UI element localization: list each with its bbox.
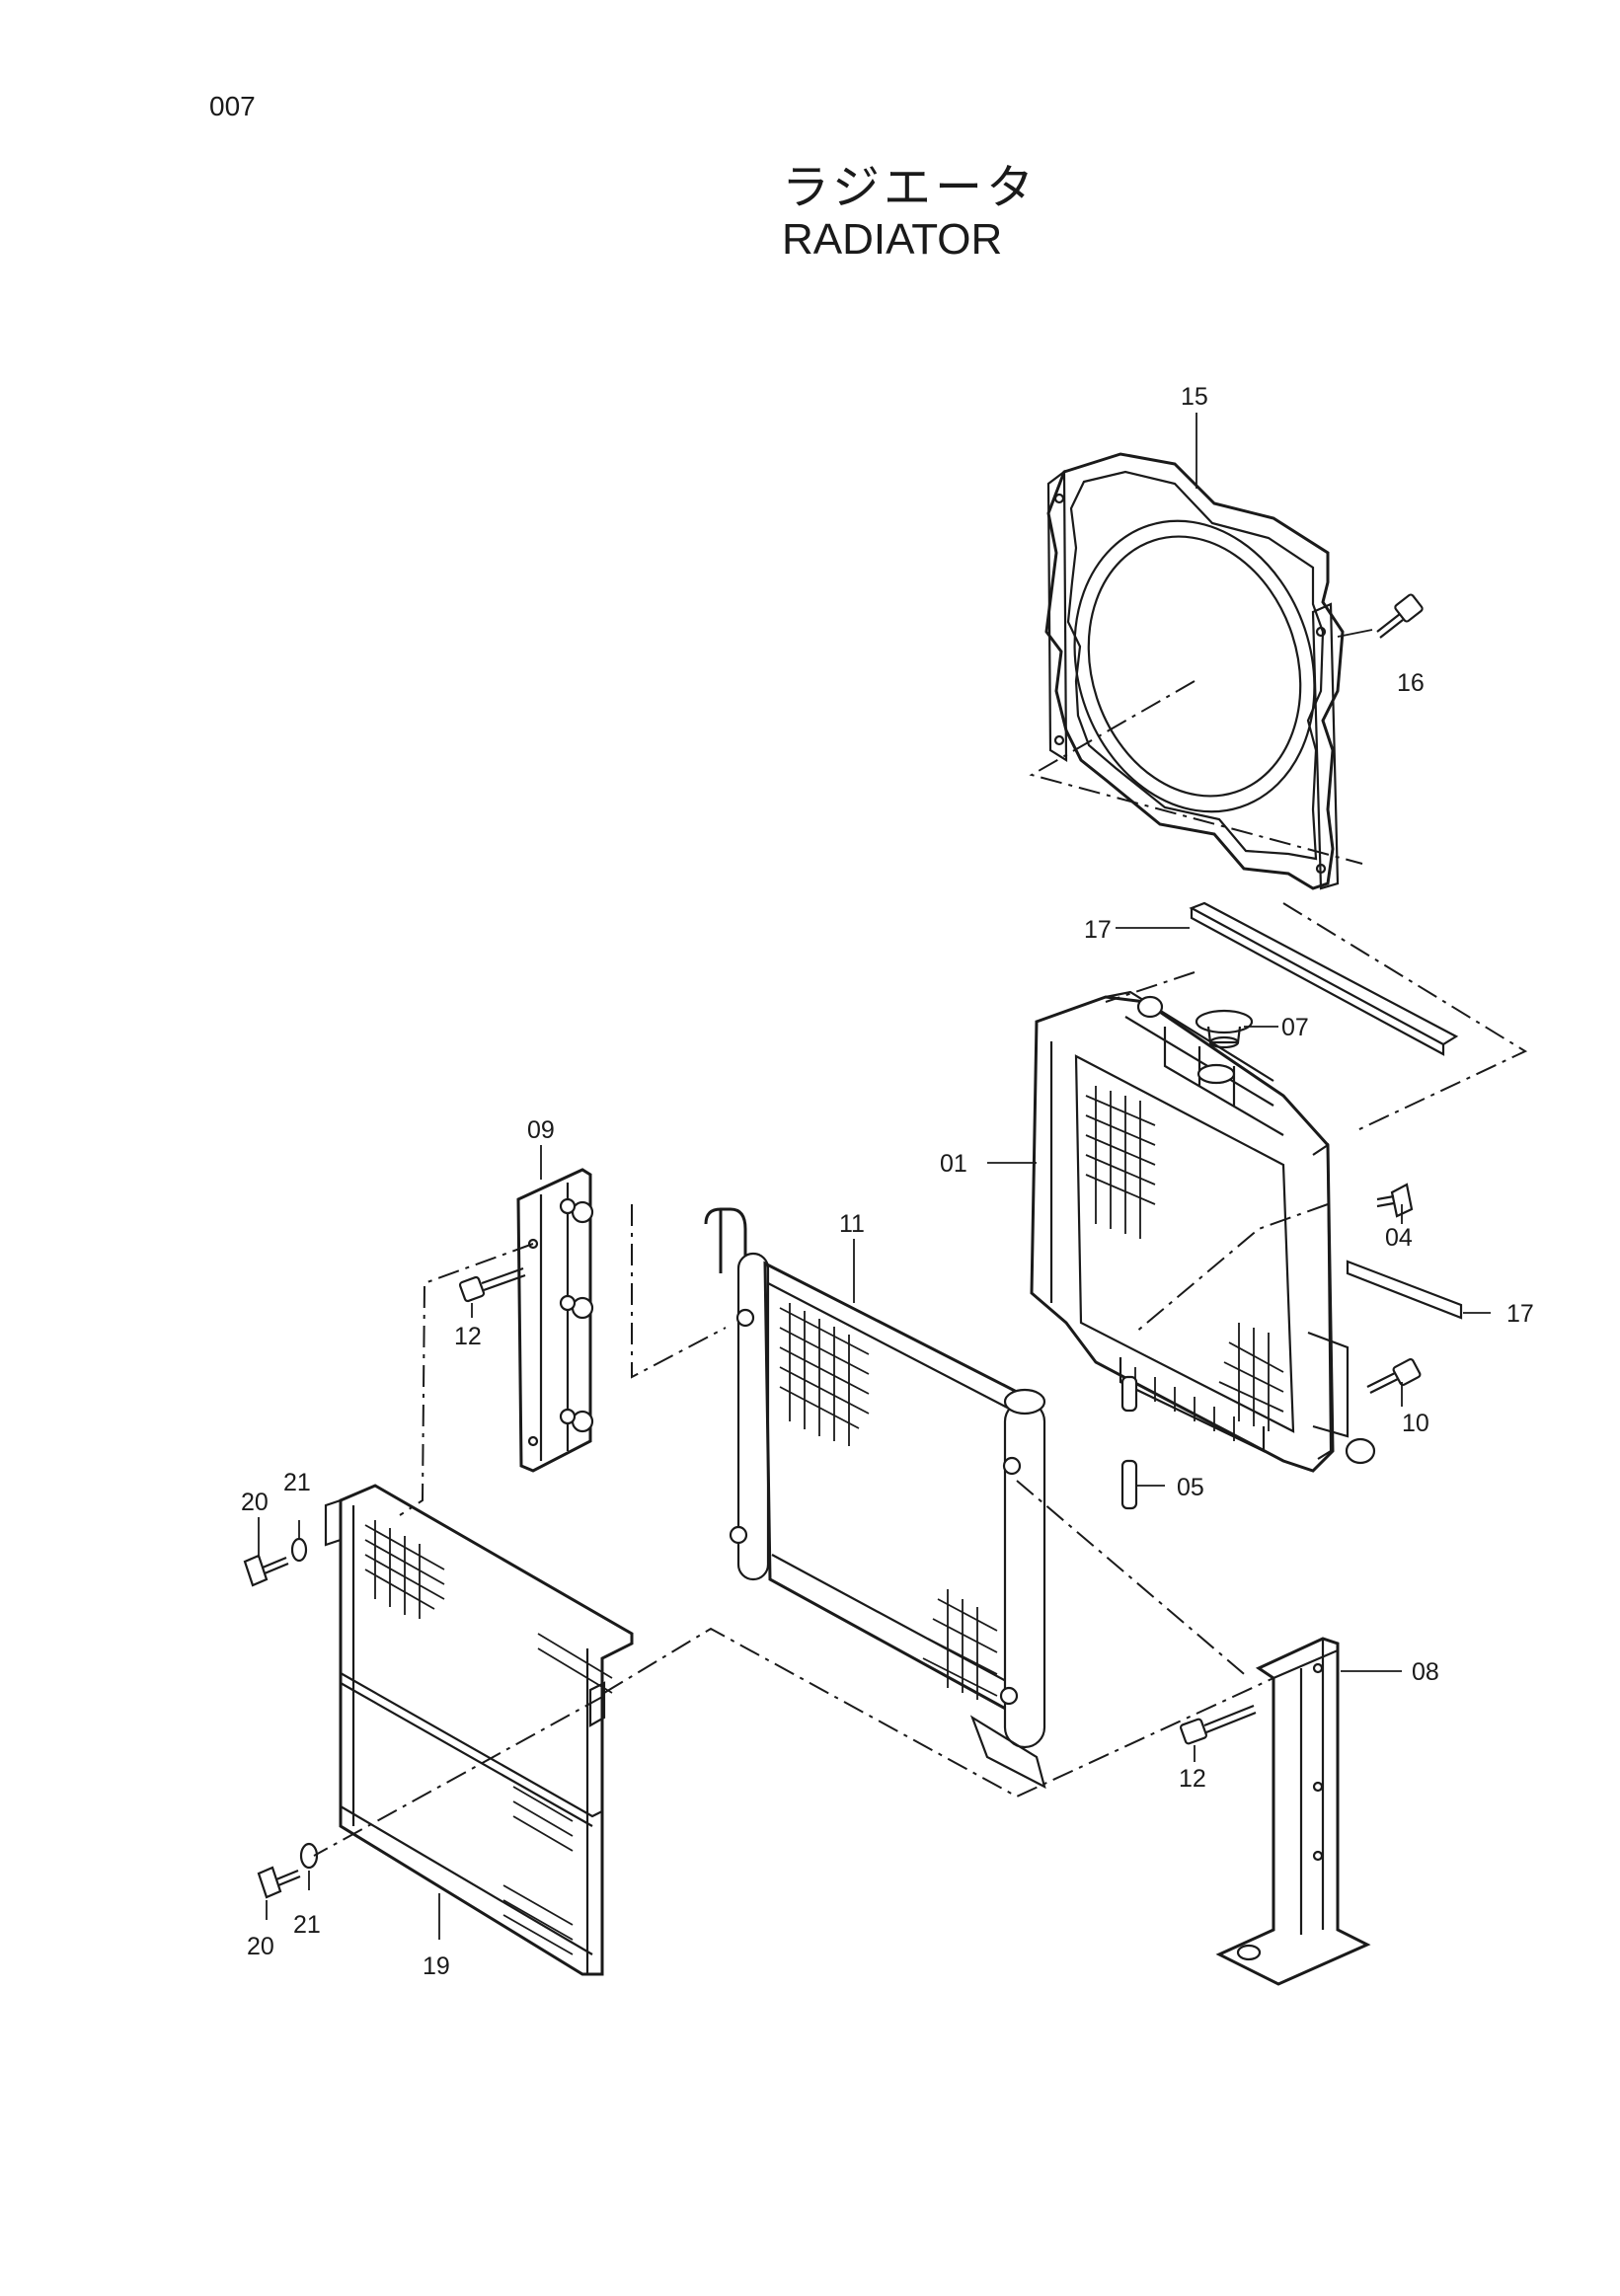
callout-10: 10: [1402, 1410, 1429, 1437]
callout-04: 04: [1385, 1224, 1413, 1252]
callout-08: 08: [1412, 1658, 1439, 1686]
title-japanese: ラジエータ: [782, 160, 1039, 215]
screen-19-part: [324, 1484, 634, 1976]
radiator-core-part: [1030, 990, 1376, 1473]
oil-cooler-part: [704, 1207, 1046, 1790]
page-number: 007: [209, 91, 256, 121]
stay-08-part: [1215, 1637, 1371, 1986]
callout-09: 09: [527, 1116, 555, 1144]
callout-19: 19: [423, 1952, 450, 1980]
bolt-12-lower-part: [1179, 1704, 1257, 1745]
callout-16: 16: [1397, 669, 1425, 697]
pipe-05-part: [1120, 1375, 1138, 1510]
callout-leaders: [258, 413, 1491, 1940]
knob-20-upper-part: [243, 1554, 289, 1587]
bolt-16-part: [1337, 593, 1424, 639]
callout-17-upper: 17: [1084, 916, 1112, 944]
fan-shroud-part: [1044, 452, 1345, 890]
callout-12-lower: 12: [1179, 1765, 1206, 1793]
callout-20-upper: 20: [241, 1489, 269, 1516]
callout-07: 07: [1281, 1014, 1309, 1041]
callout-20-lower: 20: [247, 1933, 274, 1960]
washer-21-lower-part: [299, 1842, 319, 1870]
callout-11: 11: [839, 1210, 865, 1238]
callout-05: 05: [1177, 1474, 1204, 1501]
callout-17-lower: 17: [1506, 1300, 1534, 1328]
seal-strip-lower-part: [1346, 1260, 1463, 1320]
knob-20-lower-part: [257, 1866, 301, 1899]
bolt-12-upper-part: [458, 1266, 526, 1303]
callout-01: 01: [940, 1150, 967, 1178]
callout-21-lower: 21: [293, 1911, 321, 1939]
washer-21-upper-part: [290, 1537, 308, 1563]
radiator-cap-part: [1195, 1009, 1254, 1049]
bracket-04-part: [1376, 1183, 1414, 1218]
bracket-09-part: [516, 1168, 594, 1473]
bolt-10-part: [1366, 1357, 1422, 1394]
callout-12-upper: 12: [454, 1323, 482, 1350]
seal-strip-upper-part: [1189, 901, 1459, 1056]
callout-15: 15: [1181, 383, 1208, 411]
title-english: RADIATOR: [782, 215, 1003, 264]
assembly-lines: [313, 680, 1528, 1857]
callout-21-upper: 21: [283, 1469, 311, 1496]
